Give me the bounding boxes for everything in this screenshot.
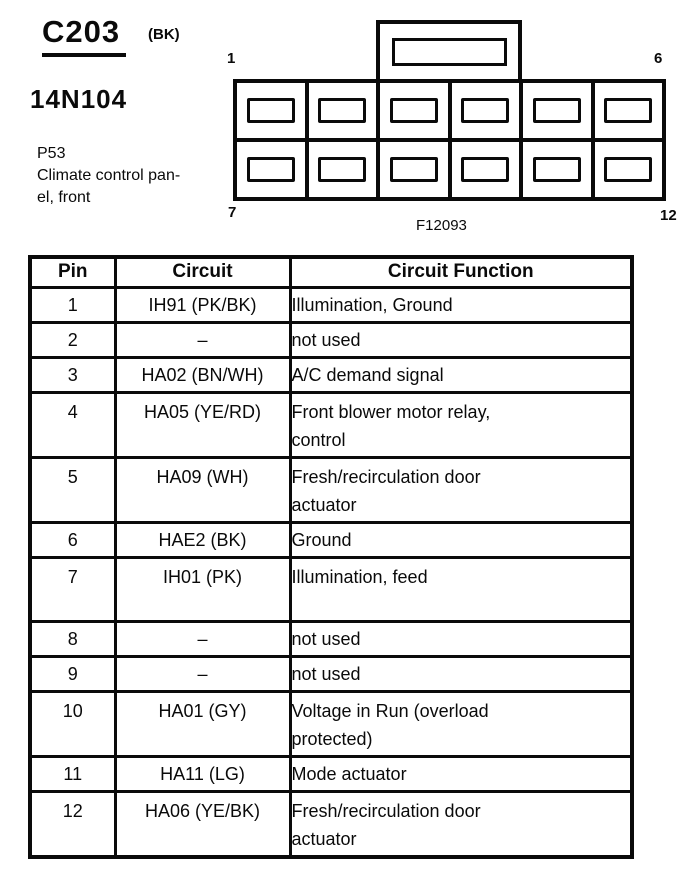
connector-latch-tab xyxy=(376,20,522,81)
circuit-function: not used xyxy=(288,320,634,359)
table-row-pin-6: 6 HAE2 (BK) Ground xyxy=(28,520,634,559)
circuit-function: not used xyxy=(288,654,634,693)
circuit-function: Voltage in Run (overload protected) xyxy=(288,689,634,758)
circuit-function: Front blower motor relay, control xyxy=(288,390,634,459)
connector-latch-slot xyxy=(392,38,507,66)
circuit-code: HA02 (BN/WH) xyxy=(113,355,292,394)
connector-face-diagram xyxy=(233,79,666,201)
circuit-function: not used xyxy=(288,619,634,658)
pin-number: 11 xyxy=(28,754,117,793)
pin-cavity-opening xyxy=(461,98,510,123)
circuit-function: Illumination, Ground xyxy=(288,285,634,324)
connector-pin-cavity-2 xyxy=(306,81,378,140)
circuit-function: Illumination, feed xyxy=(288,555,634,623)
pin-number: 1 xyxy=(28,285,117,324)
circuit-code: HA05 (YE/RD) xyxy=(113,390,292,459)
circuit-code: – xyxy=(113,619,292,658)
pinout-table: Pin Circuit Circuit Function 1 IH91 (PK/… xyxy=(28,255,634,859)
circuit-function: Fresh/recirculation door actuator xyxy=(288,455,634,524)
pin-cavity-opening xyxy=(389,157,438,182)
pin-cavity-opening xyxy=(318,98,367,123)
pin-number: 8 xyxy=(28,619,117,658)
circuit-code: – xyxy=(113,654,292,693)
connector-pin-cavity-1 xyxy=(235,81,307,140)
pin-number: 9 xyxy=(28,654,117,693)
table-row-pin-7: 7 IH01 (PK) Illumination, feed xyxy=(28,555,634,623)
circuit-function: Ground xyxy=(288,520,634,559)
pin-label-1: 1 xyxy=(227,50,236,67)
pin-cavity-opening xyxy=(246,98,295,123)
connector-pin-cavity-7 xyxy=(235,140,307,199)
component-desc-line2: el, front xyxy=(37,189,91,206)
pin-cavity-opening xyxy=(461,157,510,182)
connector-pin-cavity-8 xyxy=(306,140,378,199)
pin-number: 2 xyxy=(28,320,117,359)
pin-cavity-opening xyxy=(532,98,581,123)
component-code: P53 xyxy=(37,145,66,162)
connector-pin-cavity-6 xyxy=(592,81,664,140)
connector-pin-cavity-12 xyxy=(592,140,664,199)
circuit-code: HA11 (LG) xyxy=(113,754,292,793)
table-row-pin-5: 5 HA09 (WH) Fresh/recirculation door act… xyxy=(28,455,634,524)
circuit-function: Mode actuator xyxy=(288,754,634,793)
column-header-circuit: Circuit xyxy=(113,255,292,289)
pin-cavity-opening xyxy=(318,157,367,182)
circuit-code: HAE2 (BK) xyxy=(113,520,292,559)
connector-pin-cavity-5 xyxy=(521,81,593,140)
table-row-pin-2: 2 – not used xyxy=(28,320,634,359)
pin-cavity-opening xyxy=(532,157,581,182)
pin-number: 10 xyxy=(28,689,117,758)
table-row-pin-12: 12 HA06 (YE/BK) Fresh/recirculation door… xyxy=(28,789,634,858)
circuit-code: IH01 (PK) xyxy=(113,555,292,623)
pin-number: 5 xyxy=(28,455,117,524)
table-row-pin-9: 9 – not used xyxy=(28,654,634,693)
circuit-code: – xyxy=(113,320,292,359)
component-description: P53 Climate control pan- el, front xyxy=(37,143,180,209)
connector-id: C203 xyxy=(42,15,127,57)
pin-cavity-opening xyxy=(604,157,653,182)
column-header-pin: Pin xyxy=(28,255,117,289)
pin-number: 4 xyxy=(28,390,117,459)
pin-cavity-opening xyxy=(389,98,438,123)
circuit-code: IH91 (PK/BK) xyxy=(113,285,292,324)
pin-number: 6 xyxy=(28,520,117,559)
pin-label-7: 7 xyxy=(228,204,237,221)
table-header-row: Pin Circuit Circuit Function xyxy=(28,255,634,289)
pin-number: 12 xyxy=(28,789,117,858)
connector-pin-cavity-3 xyxy=(378,81,450,140)
pin-cavity-opening xyxy=(604,98,653,123)
table-row-pin-1: 1 IH91 (PK/BK) Illumination, Ground xyxy=(28,285,634,324)
pin-number: 7 xyxy=(28,555,117,623)
column-header-function: Circuit Function xyxy=(288,255,634,289)
circuit-function: Fresh/recirculation door actuator xyxy=(288,789,634,858)
pin-label-12: 12 xyxy=(660,207,677,224)
connector-color-code: (BK) xyxy=(148,26,180,43)
table-row-pin-11: 11 HA11 (LG) Mode actuator xyxy=(28,754,634,793)
connector-pin-cavity-9 xyxy=(378,140,450,199)
pin-number: 3 xyxy=(28,355,117,394)
table-row-pin-3: 3 HA02 (BN/WH) A/C demand signal xyxy=(28,355,634,394)
table-row-pin-10: 10 HA01 (GY) Voltage in Run (overload pr… xyxy=(28,689,634,758)
table-row-pin-4: 4 HA05 (YE/RD) Front blower motor relay,… xyxy=(28,390,634,459)
circuit-function: A/C demand signal xyxy=(288,355,634,394)
connector-pin-cavity-10 xyxy=(449,140,521,199)
connector-pin-cavity-4 xyxy=(449,81,521,140)
table-row-pin-8: 8 – not used xyxy=(28,619,634,658)
pin-cavity-opening xyxy=(246,157,295,182)
figure-number: F12093 xyxy=(416,217,467,234)
circuit-code: HA09 (WH) xyxy=(113,455,292,524)
circuit-code: HA06 (YE/BK) xyxy=(113,789,292,858)
connector-pin-cavity-11 xyxy=(521,140,593,199)
circuit-code: HA01 (GY) xyxy=(113,689,292,758)
component-desc-line1: Climate control pan- xyxy=(37,167,181,184)
part-number: 14N104 xyxy=(30,84,128,114)
pin-label-6: 6 xyxy=(654,50,663,67)
